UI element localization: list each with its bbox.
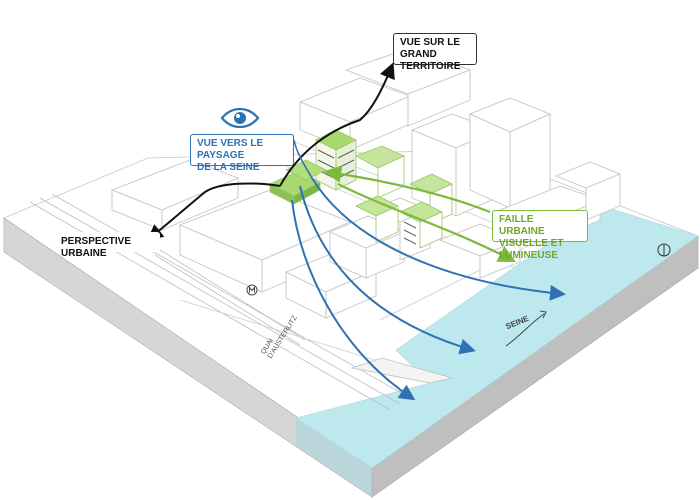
label-grand-territoire-line2: TERRITOIRE: [400, 61, 461, 72]
eye-icon: [220, 107, 260, 129]
project-buildings: [269, 129, 453, 249]
arrow-grand-territoire: [279, 62, 395, 187]
arrow-faille-urbaine-back: [323, 165, 491, 214]
river-bank-left: [296, 418, 372, 497]
label-faille-urbaine: FAILLE URBAINE VISUELLE ET LUMINEUSE: [492, 210, 588, 261]
label-grand-territoire: VUE SUR LE GRAND TERRITOIRE: [393, 33, 477, 72]
arrow-faille-urbaine: [337, 183, 516, 263]
label-grand-territoire-line1: VUE SUR LE GRAND: [400, 37, 461, 60]
label-paysage-line1: VUE VERS LE PAYSAGE: [197, 138, 264, 161]
label-faille-line1: FAILLE URBAINE: [499, 214, 545, 237]
label-paysage-line2: DE LA SEINE: [197, 162, 260, 173]
arrow-perspective-urbaine: [146, 182, 281, 241]
label-paysage-seine: VUE VERS LE PAYSAGE DE LA SEINE: [190, 134, 294, 173]
label-perspective-text: PERSPECTIVE URBAINE: [61, 236, 132, 259]
quay-pier: [350, 357, 453, 384]
seine-view-arrows: [291, 139, 566, 401]
metro-icon: [246, 284, 258, 296]
compass-icon: [657, 243, 671, 257]
seine-flow-arrow: [505, 313, 545, 347]
label-perspective-urbaine: PERSPECTIVE URBAINE: [56, 232, 160, 259]
label-faille-line2: VISUELLE ET LUMINEUSE: [499, 238, 564, 261]
